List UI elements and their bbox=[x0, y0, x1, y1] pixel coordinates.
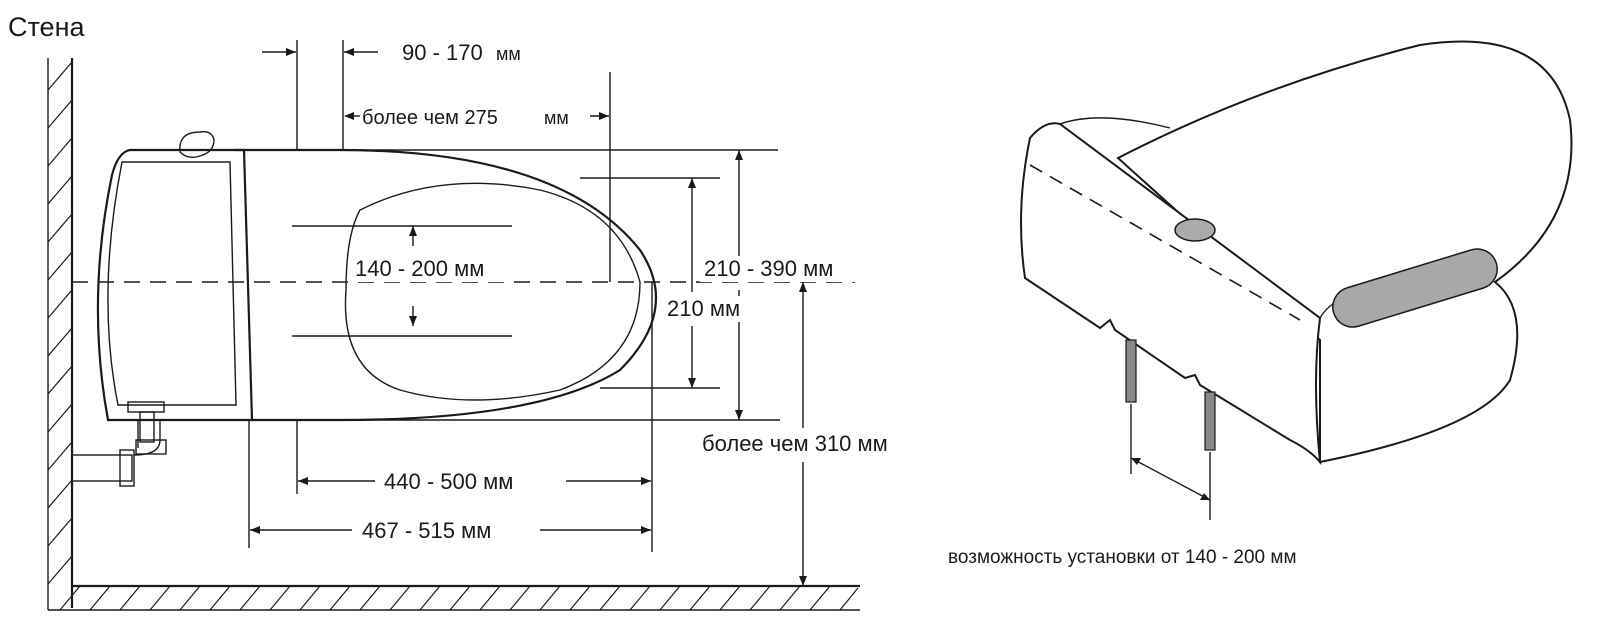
dim-310-label: более чем 310 мм bbox=[702, 431, 888, 456]
dim-210-label: 210 мм bbox=[667, 296, 740, 321]
dim-440-500-label: 440 - 500 мм bbox=[384, 469, 513, 494]
seat-body-outline bbox=[1020, 122, 1322, 466]
dim-275-unit: мм bbox=[544, 108, 569, 128]
dim-90-170-unit: мм bbox=[496, 44, 521, 64]
perspective-drawing: возможность установки от 140 - 200 мм bbox=[948, 40, 1573, 568]
dim-210-390-label: 210 - 390 мм bbox=[704, 256, 833, 281]
dim-275-label: более чем 275 bbox=[362, 107, 498, 129]
dim-440-500: 440 - 500 мм bbox=[296, 282, 653, 552]
wall bbox=[47, 58, 74, 610]
dim-210-390: 210 - 390 мм bbox=[236, 149, 862, 421]
wall-label: Стена bbox=[8, 12, 85, 42]
floor bbox=[48, 584, 860, 611]
toilet-seat-outline bbox=[96, 130, 658, 422]
top-view-drawing: Стена bbox=[8, 12, 936, 611]
dim-140-200-label: 140 - 200 мм bbox=[355, 256, 484, 281]
dim-140-200: 140 - 200 мм bbox=[292, 225, 514, 337]
seat-lid-outline bbox=[1116, 40, 1573, 464]
dim-210: 210 мм bbox=[580, 177, 756, 389]
dim-467-515-label: 467 - 515 мм bbox=[362, 518, 491, 543]
dim-275: более чем 275 мм bbox=[344, 72, 611, 282]
water-valve bbox=[71, 401, 167, 487]
install-caption: возможность установки от 140 - 200 мм bbox=[948, 547, 1297, 568]
dim-467-515: 467 - 515 мм bbox=[248, 420, 651, 548]
mounting-bolts bbox=[1125, 339, 1216, 520]
dim-90-170-label: 90 - 170 bbox=[402, 40, 483, 65]
round-button-icon bbox=[1174, 218, 1216, 242]
dim-310: более чем 310 мм bbox=[700, 282, 936, 586]
dim-90-170: 90 - 170 мм bbox=[262, 40, 521, 150]
side-handle-icon bbox=[1332, 248, 1498, 328]
